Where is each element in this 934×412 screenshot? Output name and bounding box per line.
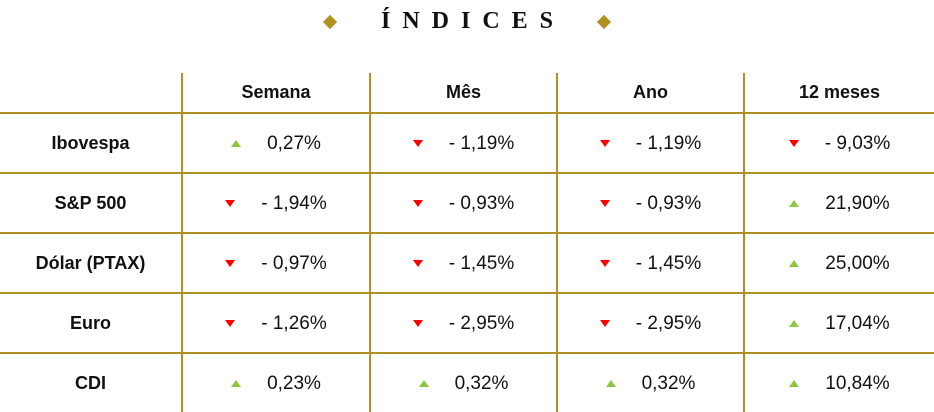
triangle-down-icon — [788, 140, 799, 148]
triangle-up-icon — [789, 380, 800, 388]
column-header: Ano — [556, 73, 744, 114]
value-cell: - 0,93% — [369, 172, 557, 233]
triangle-up-icon — [789, 320, 800, 328]
index-name: Ibovespa — [51, 132, 130, 153]
value-text: 0,23% — [267, 372, 321, 394]
value-cell: - 1,19% — [369, 113, 557, 173]
column-header: 12 meses — [743, 73, 934, 114]
table-row: CDI 0,23% 0,32% 0,32% 10,84% — [0, 352, 934, 412]
table-row: Dólar (PTAX) - 0,97% - 1,45% - 1,45% 25,00% — [0, 232, 934, 293]
diamond-icon — [596, 14, 612, 29]
triangle-up-icon — [418, 380, 429, 388]
index-name: Euro — [0, 292, 182, 353]
triangle-down-icon — [225, 320, 236, 328]
value-cell: 0,32% — [556, 352, 744, 412]
column-header: Semana — [181, 73, 370, 114]
triangle-down-icon — [225, 200, 236, 208]
triangle-up-icon — [605, 380, 616, 388]
value-cell: 21,90% — [743, 172, 934, 233]
value-text: - 1,19% — [448, 132, 515, 154]
value-cell: - 0,93% — [556, 172, 744, 233]
triangle-down-icon — [599, 200, 610, 208]
page-title-row: ÍNDICES — [0, 8, 934, 42]
triangle-down-icon — [412, 320, 423, 328]
triangle-down-icon — [225, 260, 236, 268]
triangle-down-icon — [599, 320, 610, 328]
value-text: - 1,45% — [448, 252, 515, 274]
value-text: 0,27% — [267, 132, 321, 154]
table-row: S&P 500 - 1,94% - 0,93% - 0,93% 21,90% — [0, 172, 934, 233]
value-cell: - 1,45% — [556, 232, 744, 293]
triangle-up-icon — [231, 380, 242, 388]
table-row: Ibovespa 0,27% - 1,19% - 1,19% - 9,03% — [0, 113, 934, 173]
value-cell: - 1,45% — [369, 232, 557, 293]
value-cell: - 0,97% — [181, 232, 370, 293]
triangle-up-icon — [231, 140, 242, 148]
triangle-down-icon — [412, 200, 423, 208]
triangle-up-icon — [789, 260, 800, 268]
value-text: - 2,95% — [635, 312, 702, 334]
page-title: ÍNDICES — [380, 8, 566, 34]
value-cell: 10,84% — [743, 352, 934, 412]
value-cell: 0,27% — [181, 113, 370, 173]
value-text: - 9,03% — [824, 132, 891, 154]
value-text: 0,32% — [454, 372, 509, 394]
index-name: S&P 500 — [0, 172, 182, 233]
triangle-down-icon — [412, 260, 423, 268]
value-text: 25,00% — [825, 252, 890, 274]
triangle-up-icon — [789, 200, 800, 208]
triangle-down-icon — [412, 140, 423, 148]
value-cell: - 2,95% — [369, 292, 557, 353]
index-name: CDI — [0, 352, 182, 412]
value-cell: - 1,19% — [556, 113, 744, 173]
triangle-down-icon — [599, 140, 610, 148]
value-text: - 0,93% — [448, 192, 515, 214]
value-text: - 0,97% — [261, 252, 327, 274]
value-cell: 0,23% — [181, 352, 370, 412]
value-cell: 17,04% — [743, 292, 934, 353]
value-cell: 0,32% — [369, 352, 557, 412]
value-text: - 1,26% — [261, 312, 327, 334]
value-cell: - 9,03% — [743, 113, 934, 173]
value-cell: - 1,94% — [181, 172, 370, 233]
value-text: - 1,45% — [635, 252, 702, 274]
value-cell: 25,00% — [743, 232, 934, 293]
column-header — [0, 73, 182, 114]
column-header: Mês — [369, 73, 557, 114]
value-text: - 2,95% — [448, 312, 515, 334]
value-text: 0,32% — [641, 372, 696, 394]
triangle-down-icon — [599, 260, 610, 268]
value-text: - 1,19% — [635, 132, 702, 154]
table-row: Euro - 1,26% - 2,95% - 2,95% 17,04% — [0, 292, 934, 353]
value-text: 10,84% — [825, 372, 890, 394]
value-text: - 0,93% — [635, 192, 702, 214]
diamond-icon — [322, 14, 338, 29]
value-cell: - 1,26% — [181, 292, 370, 353]
index-name: Dólar (PTAX) — [0, 232, 182, 293]
value-cell: - 2,95% — [556, 292, 744, 353]
value-text: - 1,94% — [261, 192, 327, 214]
value-text: 17,04% — [825, 312, 890, 334]
value-text: 21,90% — [825, 192, 890, 214]
